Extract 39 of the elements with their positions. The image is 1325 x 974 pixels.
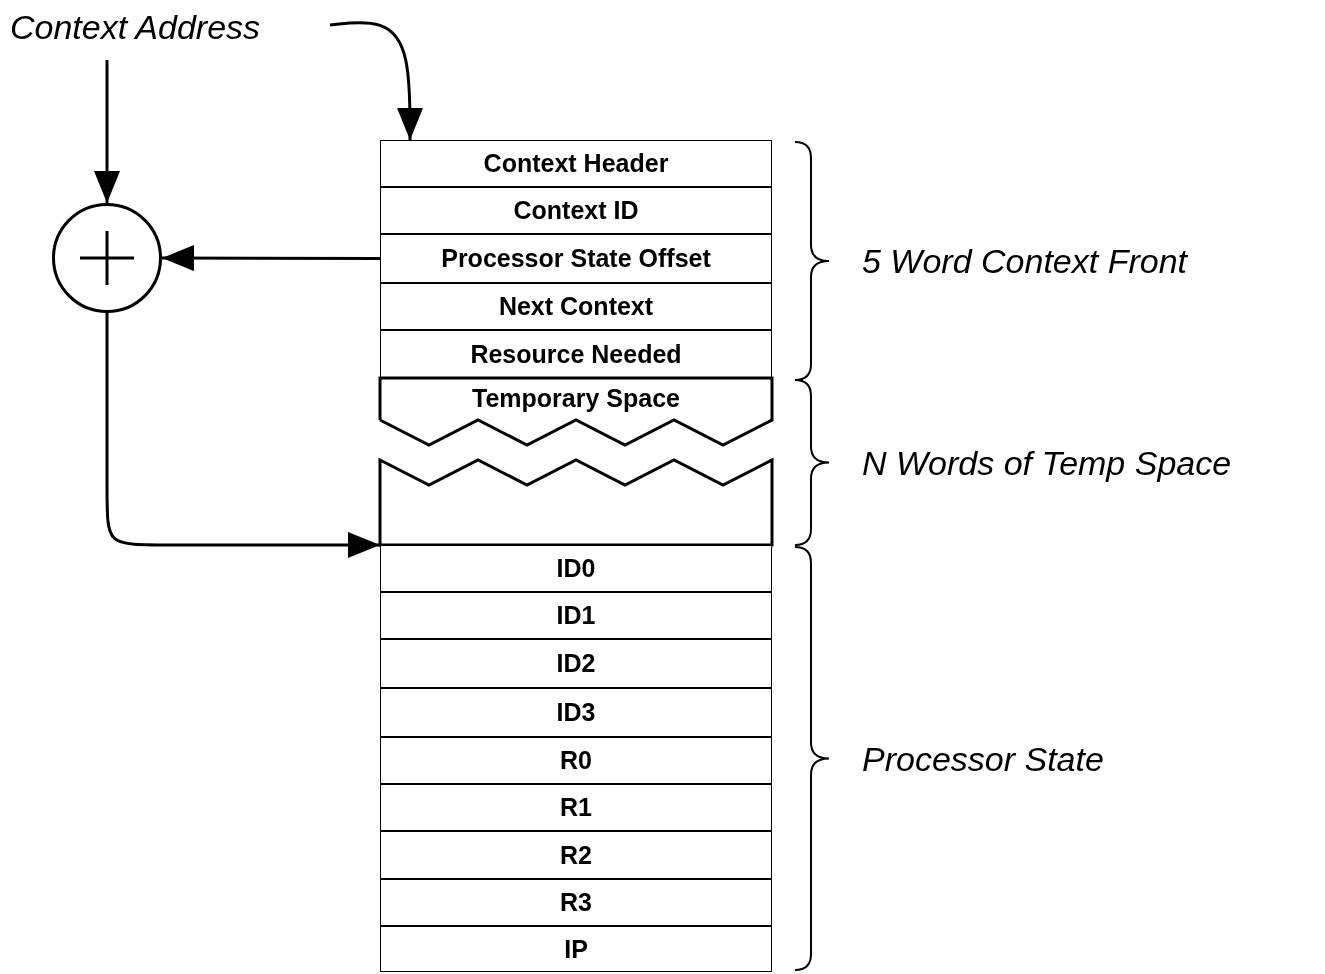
field-label: Context Header [483,149,669,178]
field-label: ID2 [556,649,596,678]
memory-row [380,737,772,784]
memory-row [380,879,772,926]
memory-row [380,545,772,592]
memory-row [380,140,772,187]
field-label: Processor State Offset [441,244,711,273]
memory-row [380,187,772,234]
memory-row [380,831,772,879]
memory-row [380,234,772,283]
arrow [94,60,120,203]
field-label: Temporary Space [471,384,681,413]
field-label: Next Context [498,292,654,321]
field-label: Resource Needed [470,339,682,369]
memory-row [380,926,772,972]
field-label: Context ID [513,196,639,225]
field-label: ID1 [556,601,596,630]
brace-label: 5 Word Context Front [862,241,1187,281]
torn-memory-row [380,378,772,445]
brace-label: N Words of Temp Space [862,443,1232,482]
memory-row [380,283,772,330]
field-label: IP [564,934,588,964]
memory-row [380,639,772,688]
arrow [162,245,380,272]
memory-row [380,784,772,831]
field-label: ID0 [556,554,596,583]
arrow [105,313,380,558]
torn-memory-row [380,460,772,545]
memory-row [380,688,772,737]
field-label: ID3 [556,698,596,727]
field-label: R1 [560,793,592,822]
field-label: R3 [560,888,592,917]
input-label: Context Address [10,8,261,46]
brace-label: Processor State [862,739,1104,778]
arrow [329,21,423,140]
field-label: R0 [560,746,592,775]
memory-row [380,330,772,378]
memory-row [380,592,772,639]
field-label: R2 [560,840,592,870]
